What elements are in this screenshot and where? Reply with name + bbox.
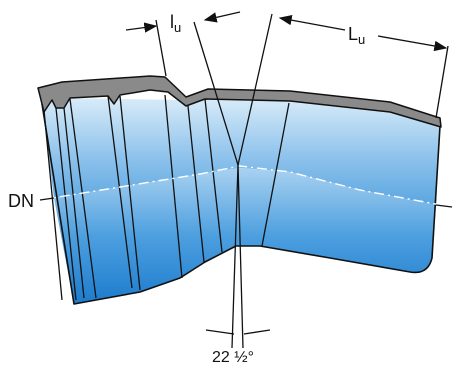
lu-dimension [125, 11, 241, 77]
angle-lines [193, 13, 273, 349]
pipe-outline [41, 103, 441, 305]
socket-inner-lines [43, 94, 290, 301]
angle-label: 22 ½° [212, 349, 254, 366]
dn-label: DN [8, 191, 34, 211]
pipe-lower-half [54, 168, 436, 304]
Lu-dimension [278, 15, 449, 119]
pipe-axis [39, 165, 453, 208]
Lu-label: Lu [348, 24, 365, 47]
lu-label: lu [170, 12, 181, 35]
